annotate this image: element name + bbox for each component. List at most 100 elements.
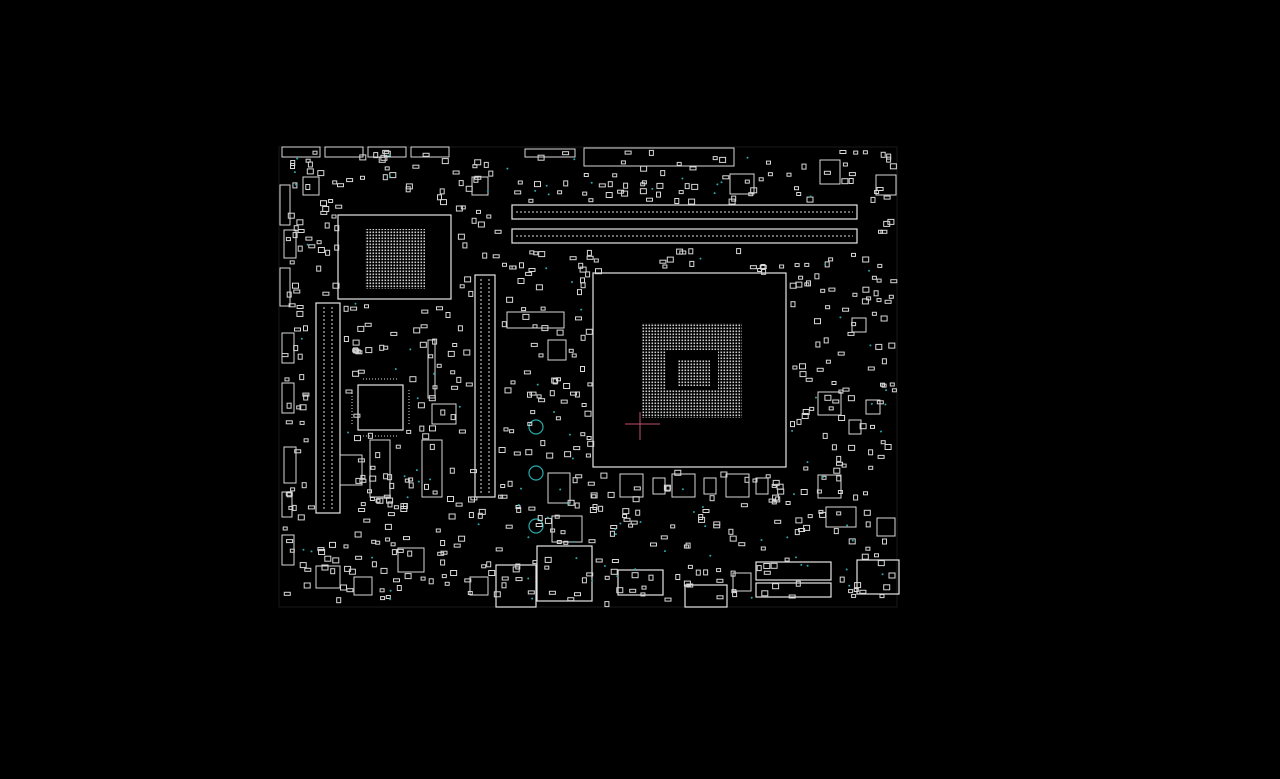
smd-part [765,474,771,479]
pcie-slot-left[interactable] [315,302,341,514]
smd-part [777,488,785,495]
smd-part [517,180,523,185]
chipset-bga[interactable] [337,214,452,300]
smd-part [749,265,757,270]
smd-part [486,561,492,568]
smd-part [550,528,556,533]
smd-part [328,199,334,203]
smd-part [537,154,545,161]
via [294,183,297,186]
smd-part [889,382,895,387]
smd-part [730,570,736,577]
rear-io-ports[interactable] [495,545,900,608]
smd-part [555,416,561,421]
via [389,589,392,592]
smd-part [291,504,297,511]
smd-part [468,496,475,503]
smd-part [320,210,328,215]
smd-part [457,233,465,240]
smd-part [517,278,525,284]
smd-part [716,578,724,583]
smd-part [640,165,648,172]
dimm-slot-b[interactable] [511,228,858,244]
smd-part [348,568,356,575]
smd-part [379,588,385,593]
smd-part [288,303,296,308]
smd-part [883,584,891,591]
smd-part [888,572,896,579]
smd-part [575,474,583,479]
via [354,302,357,305]
smd-part [369,497,375,501]
smd-part [538,398,546,403]
smd-part [854,582,862,589]
smd-part [586,249,592,256]
smd-part [851,593,857,598]
smd-part [790,301,796,308]
smd-part [776,483,784,490]
smd-part [370,465,376,470]
smd-part [801,413,809,419]
left-headers[interactable] [279,184,297,566]
smd-part [585,271,591,278]
smd-part [580,432,586,437]
smd-part [560,399,568,404]
via [527,536,530,539]
smd-part [360,175,365,180]
smd-part [483,161,489,168]
smd-part [582,191,588,196]
smd-part [546,452,554,459]
smd-part [729,535,737,542]
smd-part [847,395,855,402]
smd-part [525,449,533,456]
via [417,480,420,483]
dimm-slot-a[interactable] [511,204,858,220]
smd-part [861,298,869,305]
smd-part [535,284,543,291]
smd-part [285,420,293,425]
smd-part [289,548,295,553]
smd-part [387,512,395,517]
cpu-socket[interactable] [592,272,787,468]
via [302,548,305,551]
via [845,568,848,571]
pcie-slot-center[interactable] [474,274,496,498]
top-fan-headers[interactable] [281,146,735,167]
smd-part [286,539,294,544]
smd-part [794,529,800,536]
smd-part [380,154,388,161]
smd-part [284,377,290,382]
power-stage-inductors[interactable] [547,472,769,543]
smd-part [832,399,840,404]
sata-headers[interactable] [369,339,443,498]
smd-part [579,266,587,273]
smd-part [823,170,831,175]
smd-part [591,494,597,499]
smd-part [712,156,718,161]
smd-part [302,392,310,397]
smd-part [421,309,429,314]
smd-part [676,248,684,255]
smd-part [868,465,874,470]
smd-part [556,329,564,336]
smd-part [385,595,391,599]
smd-part [792,365,798,370]
smd-part [303,394,309,401]
smd-part [407,550,413,557]
smd-part [353,413,361,418]
smd-part [635,509,641,516]
smd-part [357,369,365,374]
smd-part [842,387,850,392]
super-io-chip[interactable] [351,378,410,437]
smd-part [738,542,746,547]
smd-part [801,163,807,170]
smd-part [305,184,311,190]
smd-part [440,540,446,546]
smd-part [752,478,758,483]
smd-part [628,523,634,528]
smd-part [859,423,867,430]
smd-part [316,240,322,245]
vrm-components[interactable] [729,159,897,537]
